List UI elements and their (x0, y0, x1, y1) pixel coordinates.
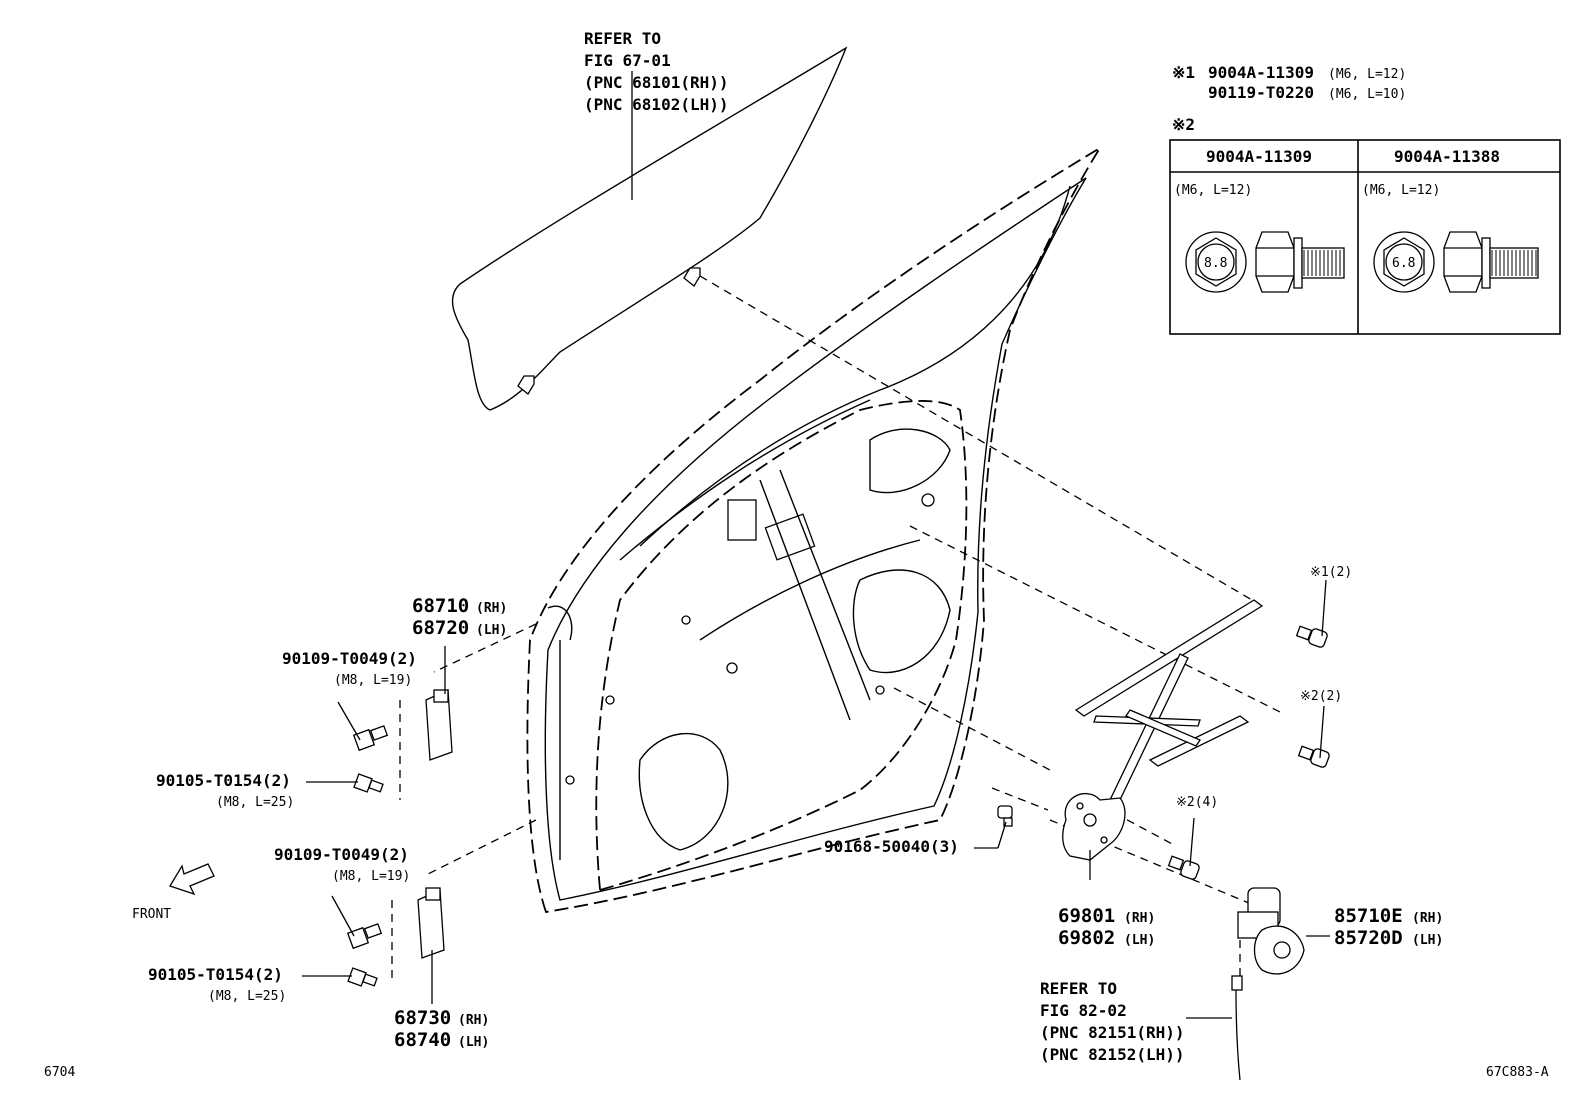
alignment-lines (391, 275, 1281, 984)
regulator-rh-side: (RH) (1124, 911, 1155, 926)
bolt-note2-a (1297, 745, 1330, 768)
upper-hinge-lh-side: (LH) (476, 623, 507, 638)
table-col1-grade: 8.8 (1204, 256, 1227, 271)
front-label: FRONT (132, 907, 171, 922)
bolt-upper-b-spec: (M8, L=25) (216, 795, 294, 810)
wire-ref-line3: (PNC 82151(RH)) (1040, 1023, 1185, 1042)
wire-ref-line4: (PNC 82152(LH)) (1040, 1045, 1185, 1064)
bolt-lower-a (346, 923, 383, 950)
bolt-upper-a (352, 725, 389, 752)
door-glass (451, 46, 848, 411)
bolt-lower-a-spec: (M8, L=19) (332, 869, 410, 884)
wire-ref-line2: FIG 82-02 (1040, 1001, 1127, 1020)
bolt-note2-b (1167, 855, 1200, 880)
leader-lines (302, 579, 1330, 1019)
lower-hinge-lh-side: (LH) (458, 1035, 489, 1050)
motor-lh-side: (LH) (1412, 933, 1443, 948)
lower-hinge-rh-side: (RH) (458, 1013, 489, 1028)
glass-ref-line2: FIG 67-01 (584, 51, 671, 70)
glass-ref-line4: (PNC 68102(LH)) (584, 95, 729, 114)
table-col1-header: 9004A-11309 (1206, 147, 1312, 166)
regulator-lh-side: (LH) (1124, 933, 1155, 948)
note1-spec-a: (M6, L=12) (1328, 67, 1406, 82)
note1-mark: ※1 (1172, 63, 1195, 82)
upper-hinge-rh-side: (RH) (476, 601, 507, 616)
legend: ※1 9004A-11309 (M6, L=12) 90119-T0220 (M… (1172, 63, 1500, 271)
regulator-motor (1231, 887, 1305, 1081)
clip (997, 805, 1013, 827)
upper-hinge-lh-number: 68720 (412, 617, 469, 639)
page-code: 6704 (44, 1065, 75, 1080)
table-col2-header: 9004A-11388 (1394, 147, 1500, 166)
upper-hinge (425, 646, 453, 761)
upper-hinge-rh-number: 68710 (412, 595, 469, 617)
bolt-lower-b-spec: (M8, L=25) (208, 989, 286, 1004)
note2-mark: ※2 (1172, 115, 1195, 134)
lower-hinge-lh-number: 68740 (394, 1029, 451, 1051)
part-labels: 68710 (RH) 68720 (LH) 90109-T0049(2) (M8… (44, 565, 1549, 1080)
motor-lh-number: 85720D (1334, 927, 1403, 949)
note2-qty-a: ※2(2) (1300, 689, 1342, 704)
bolt-spec-table (1169, 139, 1561, 335)
window-regulator (1062, 599, 1264, 880)
motor-rh-side: (RH) (1412, 911, 1443, 926)
bolt-upper-a-spec: (M8, L=19) (334, 673, 412, 688)
bolt-lower-b (347, 967, 378, 987)
front-arrow-icon (169, 863, 215, 896)
table-col2-spec: (M6, L=12) (1362, 183, 1440, 198)
note1-spec-b: (M6, L=10) (1328, 87, 1406, 102)
bolt-note1 (1295, 625, 1328, 648)
clip-number: 90168-50040(3) (824, 837, 959, 856)
regulator-lh-number: 69802 (1058, 927, 1115, 949)
bolt-lower-a-number: 90109-T0049(2) (274, 845, 409, 864)
thread-hatching (1303, 250, 1537, 276)
motor-rh-number: 85710E (1334, 905, 1403, 927)
lower-hinge-rh-number: 68730 (394, 1007, 451, 1029)
glass-ref-line3: (PNC 68101(RH)) (584, 73, 729, 92)
table-col1-spec: (M6, L=12) (1174, 183, 1252, 198)
table-col2-grade: 6.8 (1392, 256, 1415, 271)
front-door-panel (526, 147, 1101, 914)
lower-hinge (417, 887, 445, 1004)
note1-part-b: 90119-T0220 (1208, 83, 1314, 102)
bolt-upper-b (353, 773, 384, 793)
wire-ref-line1: REFER TO (1040, 979, 1117, 998)
glass-reference: REFER TO FIG 67-01 (PNC 68101(RH)) (PNC … (584, 29, 729, 114)
note1-qty: ※1(2) (1310, 565, 1352, 580)
bolt-upper-a-number: 90109-T0049(2) (282, 649, 417, 668)
bolt-upper-b-number: 90105-T0154(2) (156, 771, 291, 790)
bolt-lower-b-number: 90105-T0154(2) (148, 965, 283, 984)
glass-ref-line1: REFER TO (584, 29, 661, 48)
regulator-rh-number: 69801 (1058, 905, 1115, 927)
note1-part-a: 9004A-11309 (1208, 63, 1314, 82)
figure-code: 67C883-A (1486, 1065, 1549, 1080)
note2-qty-b: ※2(4) (1176, 795, 1218, 810)
